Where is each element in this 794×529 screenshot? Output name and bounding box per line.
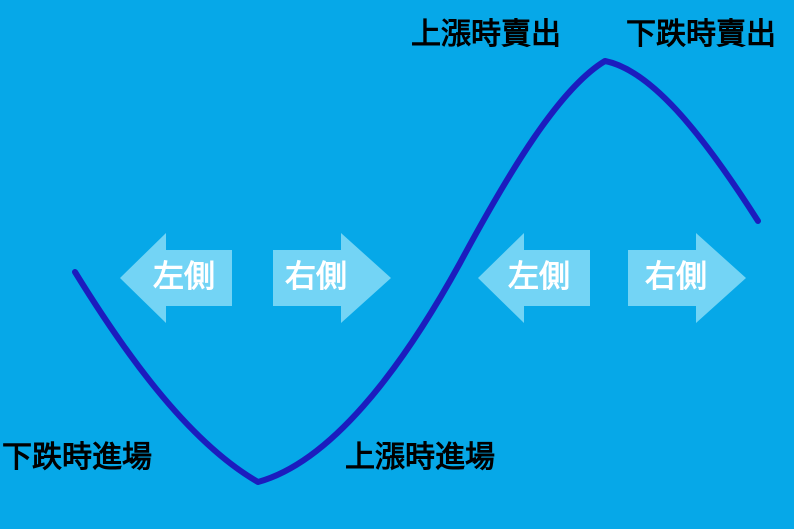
arrow-right-2 bbox=[628, 233, 746, 323]
label-buy-on-rise: 上漲時進場 bbox=[345, 440, 495, 475]
arrow-left-2 bbox=[478, 233, 590, 323]
arrow-right-1 bbox=[273, 233, 391, 323]
label-sell-on-rise: 上漲時賣出 bbox=[411, 17, 561, 52]
label-buy-on-fall: 下跌時進場 bbox=[2, 440, 152, 475]
label-sell-on-fall: 下跌時賣出 bbox=[626, 17, 776, 52]
arrow-label-right-1: 右側 bbox=[285, 259, 347, 295]
arrow-label-right-2: 右側 bbox=[645, 259, 707, 295]
arrow-label-left-1: 左側 bbox=[153, 259, 215, 295]
arrow-label-left-2: 左側 bbox=[508, 259, 570, 295]
arrow-left-1 bbox=[120, 233, 232, 323]
price-wave-curve bbox=[72, 58, 761, 485]
